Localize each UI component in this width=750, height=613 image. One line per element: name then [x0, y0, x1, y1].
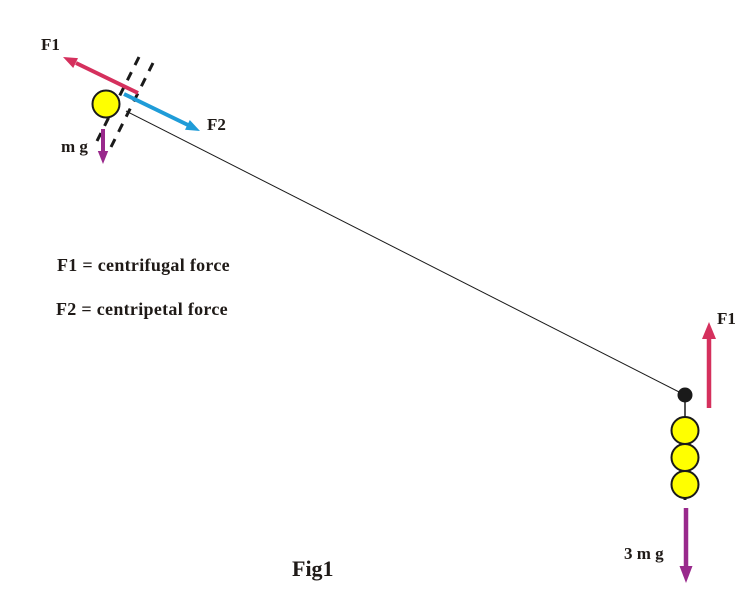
pivot-dot: [677, 387, 693, 403]
f2-label: F2: [207, 115, 226, 134]
f2-centripetal-arrow: [123, 92, 200, 131]
f1-arrow-bottom: [702, 322, 716, 408]
mg-arrowhead: [97, 151, 109, 164]
three-mg-label: 3 m g: [624, 544, 664, 563]
string-line: [125, 110, 686, 396]
mg-weight-arrow: [97, 129, 109, 164]
whirling-ball: [91, 89, 121, 119]
figure-caption: Fig1: [292, 556, 334, 581]
f1-label-bottom: F1: [717, 309, 736, 328]
mg-label: m g: [61, 137, 88, 156]
f1-bottom-arrowhead: [702, 322, 716, 339]
legend-f1-centrifugal: F1 = centrifugal force: [57, 255, 230, 275]
f2-arrowhead: [185, 120, 200, 131]
f1-arrowhead: [63, 57, 78, 68]
hanging-ball-1: [670, 416, 700, 445]
hanging-ball-3: [670, 470, 700, 499]
f1-arrow-shaft: [75, 61, 139, 95]
f1-centrifugal-arrow: [63, 57, 139, 95]
legend-f2-centripetal: F2 = centripetal force: [56, 299, 228, 319]
hanging-ball-2: [670, 443, 700, 472]
three-mg-arrowhead: [679, 566, 693, 583]
f2-arrow-shaft: [123, 92, 189, 127]
three-mg-weight-arrow: [679, 508, 693, 583]
f1-label-top: F1: [41, 35, 60, 54]
